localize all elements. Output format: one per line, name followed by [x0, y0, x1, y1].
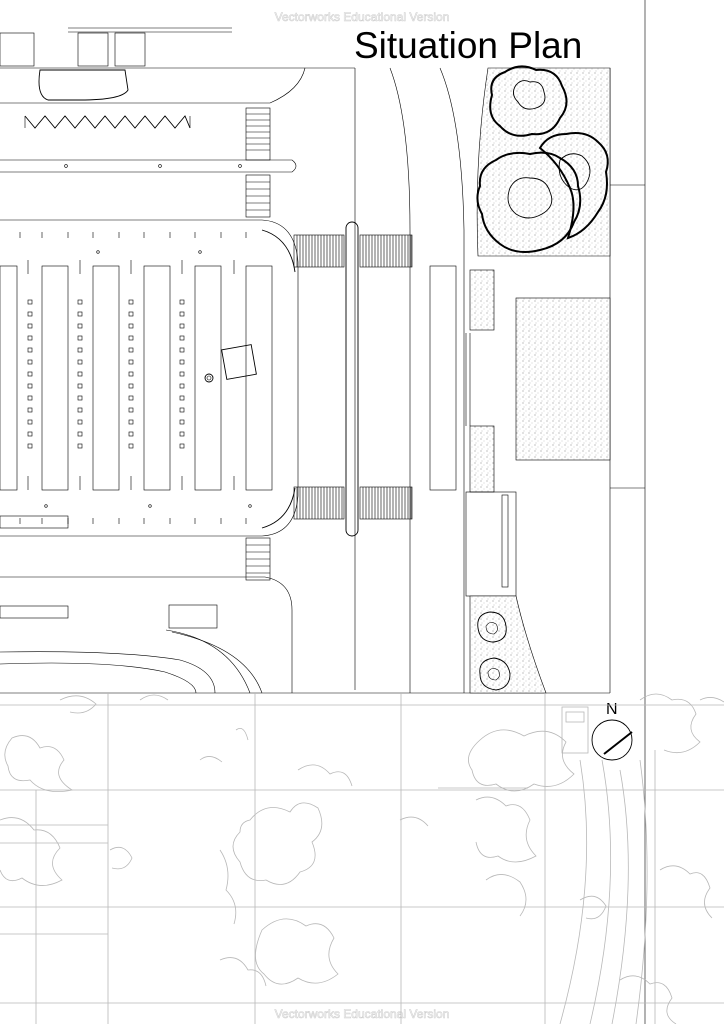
parking-marker — [77, 431, 83, 437]
parking-marker — [128, 395, 134, 401]
parking-marker — [27, 359, 33, 365]
parking-marker — [128, 299, 134, 305]
parking-marker — [77, 347, 83, 353]
crosswalk-bottom — [245, 537, 271, 581]
parking-marker — [179, 431, 185, 437]
drawing-title: Situation Plan — [354, 25, 582, 66]
watermark-top: Vectorworks Educational Version — [275, 10, 450, 24]
parking-marker — [179, 371, 185, 377]
parking-marker — [27, 407, 33, 413]
parking-marker — [128, 431, 134, 437]
parking-marker — [27, 419, 33, 425]
parking-marker — [128, 443, 134, 449]
parking-marker — [128, 407, 134, 413]
parking-marker — [179, 407, 185, 413]
parking-marker — [128, 383, 134, 389]
watermark-bottom: Vectorworks Educational Version — [275, 1007, 450, 1021]
parking-marker — [179, 383, 185, 389]
main-road — [354, 67, 465, 693]
parking-marker — [27, 323, 33, 329]
context-background — [0, 693, 724, 1024]
crosswalk-top — [245, 107, 271, 218]
parking-marker — [179, 311, 185, 317]
parking-marker — [77, 407, 83, 413]
parking-marker — [77, 443, 83, 449]
parking-marker — [128, 359, 134, 365]
parking-marker — [77, 299, 83, 305]
parking-marker — [128, 323, 134, 329]
parking-marker — [27, 383, 33, 389]
parking-marker — [27, 395, 33, 401]
tree-canopy-icon — [476, 65, 609, 691]
crosswalks-mid — [293, 221, 457, 537]
parking-marker — [77, 395, 83, 401]
parking-marker — [27, 371, 33, 377]
parking-marker — [77, 335, 83, 341]
parking-marker — [179, 299, 185, 305]
parking-marker — [27, 347, 33, 353]
parking-marker — [128, 419, 134, 425]
parking-marker — [77, 323, 83, 329]
parking-marker — [27, 431, 33, 437]
parking-marker — [179, 335, 185, 341]
parking-marker — [179, 359, 185, 365]
parking-marker — [128, 347, 134, 353]
parking-marker — [77, 359, 83, 365]
parking-marker — [179, 347, 185, 353]
lower-roads — [0, 576, 293, 694]
parking-marker — [179, 419, 185, 425]
parking-marker — [77, 311, 83, 317]
parking-marker — [27, 335, 33, 341]
parking-marker — [77, 371, 83, 377]
parking-marker — [27, 443, 33, 449]
parking-lot — [0, 219, 299, 537]
north-arrow-icon: N — [591, 701, 633, 761]
parking-marker — [128, 335, 134, 341]
parking-marker — [27, 311, 33, 317]
green-strip — [465, 67, 611, 694]
north-label: N — [606, 701, 618, 718]
platform-rail — [0, 159, 297, 173]
parking-marker — [179, 323, 185, 329]
top-structure — [0, 27, 355, 129]
parking-marker — [179, 443, 185, 449]
parking-marker — [77, 383, 83, 389]
parking-marker — [128, 371, 134, 377]
parking-marker — [179, 395, 185, 401]
parking-marker — [128, 311, 134, 317]
parking-marker — [27, 299, 33, 305]
parking-marker — [77, 419, 83, 425]
